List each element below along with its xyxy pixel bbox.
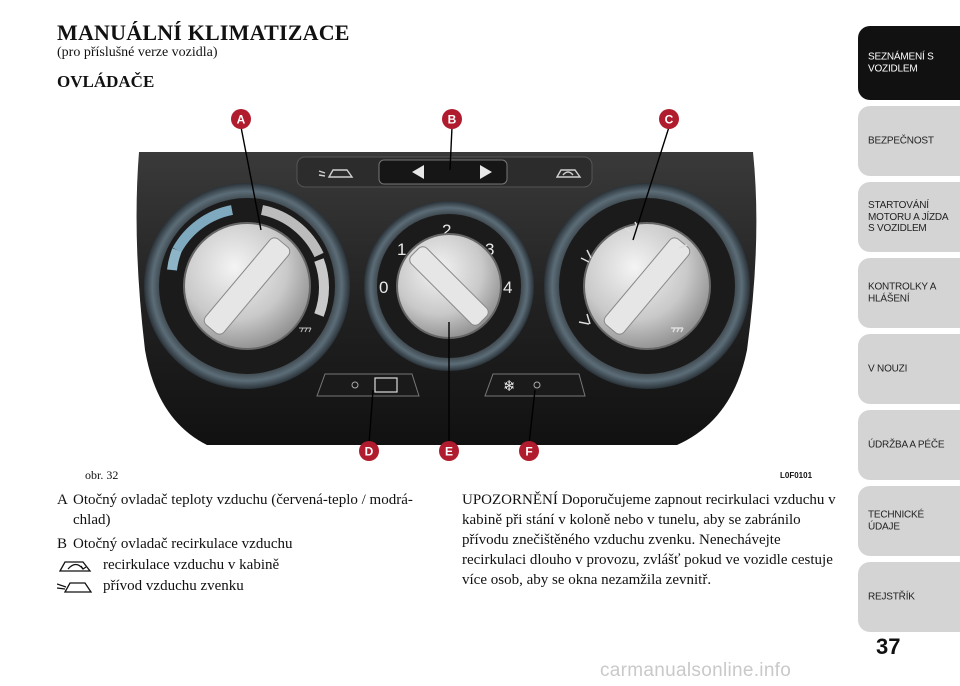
chapter-tab-label: KONTROLKY A HLÁŠENÍ	[868, 281, 937, 305]
chapter-tab-warning-lights[interactable]: KONTROLKY A HLÁŠENÍ	[858, 258, 960, 328]
climate-panel-illustration: 0 1 2 3 4	[136, 109, 757, 461]
temperature-dial[interactable]	[144, 183, 350, 389]
chapter-tab-label: ÚDRŽBA A PÉČE	[868, 439, 945, 451]
fan-scale-0: 0	[379, 278, 388, 297]
callout-e-badge	[439, 441, 459, 461]
outside-air-legend: přívod vzduchu zvenku	[57, 576, 447, 596]
section-heading: OVLÁDAČE	[57, 72, 155, 91]
chapter-tab-maintenance[interactable]: ÚDRŽBA A PÉČE	[858, 410, 960, 480]
page-number: 37	[876, 634, 901, 659]
outside-air-text: přívod vzduchu zvenku	[103, 578, 244, 594]
chapter-tab-safety[interactable]: BEZPEČNOST	[858, 106, 960, 176]
rear-defrost-button[interactable]	[316, 373, 420, 397]
fan-scale-2: 2	[442, 221, 451, 240]
chapter-sidebar: SEZNÁMENÍ S VOZIDLEM BEZPEČNOST STARTOVÁ…	[858, 26, 960, 638]
callout-f-badge	[519, 441, 539, 461]
callout-a-label: A	[237, 113, 246, 127]
svg-text:❄: ❄	[503, 377, 516, 395]
page-title: MANUÁLNÍ KLIMATIZACE	[57, 20, 350, 45]
fan-scale-4: 4	[503, 278, 512, 297]
warning-label: UPOZORNĚNÍ	[462, 492, 558, 508]
air-distribution-dial[interactable]	[544, 183, 750, 389]
item-a-text: Otočný ovladač teploty vzduchu (červená-…	[73, 492, 413, 528]
description-item-a: A Otočný ovladač teploty vzduchu (červen…	[57, 490, 447, 530]
control-descriptions: A Otočný ovladač teploty vzduchu (červen…	[57, 490, 447, 596]
recirculation-icon	[58, 561, 92, 572]
callout-d-label: D	[365, 445, 374, 459]
fan-scale-1: 1	[397, 240, 406, 259]
page-subtitle: (pro příslušné verze vozidla)	[57, 45, 218, 60]
fan-scale-3: 3	[485, 240, 494, 259]
chapter-tab-vehicle-intro[interactable]: SEZNÁMENÍ S VOZIDLEM	[858, 26, 960, 100]
callout-e-label: E	[445, 445, 453, 459]
warning-text: Doporučujeme zapnout recirkulaci vzduchu…	[462, 492, 836, 588]
callout-b-badge	[442, 109, 462, 129]
figure-caption: obr. 32	[85, 468, 119, 482]
chapter-tab-label: SEZNÁMENÍ S VOZIDLEM	[868, 51, 934, 75]
fan-speed-dial[interactable]: 0 1 2 3 4	[364, 201, 534, 371]
item-a-key: A	[57, 492, 68, 508]
callout-b-label: B	[448, 113, 457, 127]
callout-d-badge	[359, 441, 379, 461]
callout-a-badge	[231, 109, 251, 129]
arrow-left-icon	[412, 165, 424, 179]
item-b-text: Otočný ovladač recirkulace vzduchu	[73, 536, 293, 552]
defrost-small-icon	[299, 327, 312, 333]
recirc-switch[interactable]	[378, 159, 508, 185]
callout-f-label: F	[525, 445, 532, 459]
chapter-tab-label: REJSTŘÍK	[868, 591, 915, 603]
outside-air-icon	[57, 582, 93, 593]
description-item-b: B Otočný ovladač recirkulace vzduchu	[57, 534, 447, 554]
chapter-tab-technical-data[interactable]: TECHNICKÉ ÚDAJE	[858, 486, 960, 556]
temperature-scale	[167, 205, 330, 317]
item-b-key: B	[57, 536, 68, 552]
recirc-symbol-icon	[555, 169, 582, 178]
callout-lines	[240, 126, 670, 445]
chapter-tab-label: V NOUZI	[868, 363, 908, 375]
chapter-tab-index[interactable]: REJSTŘÍK	[858, 562, 960, 632]
outside-air-symbol-icon	[318, 169, 354, 178]
watermark: carmanualsonline.info	[600, 660, 792, 681]
warning-note: UPOZORNĚNÍ Doporučujeme zapnout recirkul…	[462, 490, 840, 590]
recirc-text: recirkulace vzduchu v kabině	[103, 557, 280, 573]
callout-c-label: C	[665, 113, 674, 127]
chapter-tab-label: BEZPEČNOST	[868, 135, 934, 147]
climate-control-figure: 0 1 2 3 4	[57, 100, 835, 485]
arrow-right-icon	[480, 165, 492, 179]
callout-c-badge	[659, 109, 679, 129]
recirc-legend: recirkulace vzduchu v kabině	[57, 555, 447, 575]
chapter-tab-label: STARTOVÁNÍ MOTORU A JÍZDA S VOZIDLEM	[868, 199, 949, 234]
figure-code: L0F0101	[780, 471, 813, 480]
chapter-tab-label: TECHNICKÉ ÚDAJE	[868, 509, 924, 533]
chapter-tab-emergency[interactable]: V NOUZI	[858, 334, 960, 404]
ac-button[interactable]: ❄	[484, 373, 586, 397]
chapter-tab-starting-driving[interactable]: STARTOVÁNÍ MOTORU A JÍZDA S VOZIDLEM	[858, 182, 960, 252]
